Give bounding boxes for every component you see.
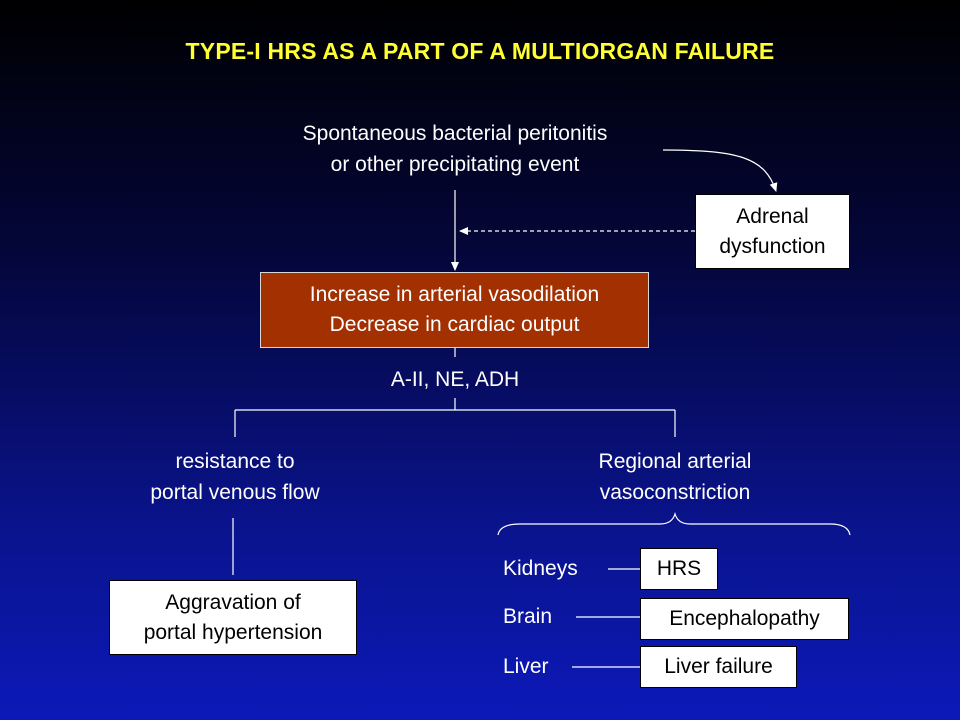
right-branch-text: Regional arterial vasoconstriction: [535, 446, 815, 508]
left-branch-text: resistance to portal venous flow: [95, 446, 375, 508]
mediators-label: A-II, NE, ADH: [390, 368, 520, 391]
left-branch-line-2: portal venous flow: [150, 481, 320, 504]
portal-hypertension-box: Aggravation of portal hypertension: [109, 580, 357, 655]
trigger-line-1: Spontaneous bacterial peritonitis: [302, 122, 608, 145]
trigger-line-2: or other precipitating event: [330, 153, 580, 176]
organ-label-liver: Liver: [503, 655, 549, 678]
central-line-2: Decrease in cardiac output: [329, 313, 580, 336]
outcome-box-encephalopathy: Encephalopathy: [640, 598, 849, 640]
organs-curly-brace: [497, 511, 851, 536]
adrenal-dysfunction-box: Adrenal dysfunction: [695, 194, 850, 269]
vasodilation-box: Increase in arterial vasodilation Decrea…: [260, 272, 649, 348]
adrenal-line-1: Adrenal: [736, 204, 809, 228]
outcome-box-hrs: HRS: [640, 548, 718, 590]
right-branch-line-2: vasoconstriction: [599, 481, 751, 504]
adrenal-line-2: dysfunction: [719, 234, 826, 258]
organ-label-brain: Brain: [503, 605, 553, 628]
left-branch-line-1: resistance to: [175, 450, 295, 473]
trigger-to-adrenal-arrow: [662, 149, 778, 192]
outcome-box-liver-failure: Liver failure: [640, 646, 797, 688]
slide-title: TYPE-I HRS AS A PART OF A MULTIORGAN FAI…: [185, 38, 775, 64]
trigger-event-text: Spontaneous bacterial peritonitis or oth…: [230, 118, 680, 180]
portal-line-1: Aggravation of: [165, 590, 301, 614]
central-line-1: Increase in arterial vasodilation: [309, 283, 600, 306]
portal-line-2: portal hypertension: [143, 620, 323, 644]
right-branch-line-1: Regional arterial: [598, 450, 752, 473]
organ-label-kidneys: Kidneys: [503, 557, 578, 580]
